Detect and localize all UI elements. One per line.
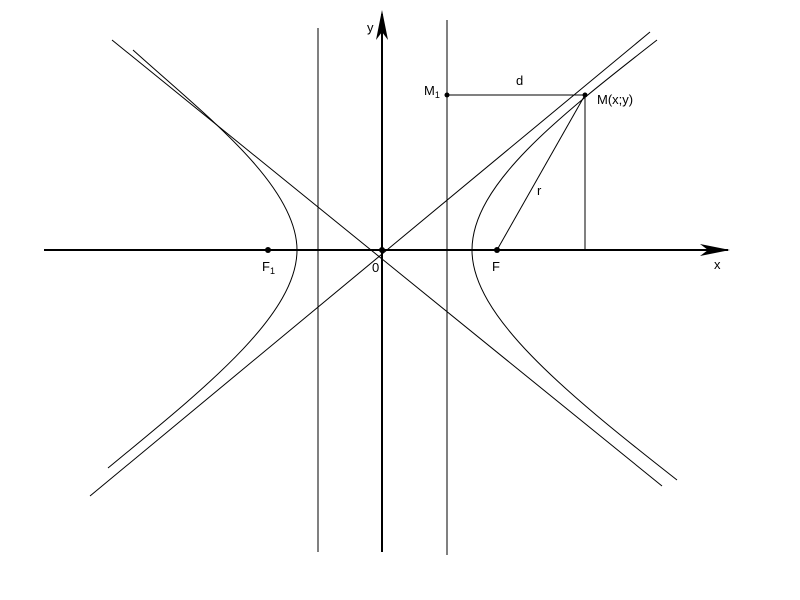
x-axis-arrowhead xyxy=(700,244,730,256)
focus-right-label: F xyxy=(492,259,500,274)
focus-left-point xyxy=(265,247,271,253)
point-m1-label: M1 xyxy=(424,83,440,100)
focus-left-label-sub: 1 xyxy=(270,266,275,276)
hyperbola-branch-right xyxy=(471,39,678,481)
focus-right-point xyxy=(494,247,500,253)
y-axis-label: y xyxy=(367,20,374,35)
focus-left-label-main: F xyxy=(262,259,270,274)
origin-point xyxy=(379,247,385,253)
asymptote-rising xyxy=(89,31,651,497)
asymptote-falling xyxy=(111,39,663,487)
point-m xyxy=(582,92,588,98)
point-m-label: M(x;y) xyxy=(597,92,633,107)
point-m1-label-main: M xyxy=(424,83,435,98)
x-axis-label: x xyxy=(714,257,721,272)
point-m1 xyxy=(444,92,450,98)
distance-d-label: d xyxy=(516,73,523,88)
radius-r-label: r xyxy=(537,183,542,198)
point-m1-label-sub: 1 xyxy=(435,90,440,100)
origin-label: 0 xyxy=(372,260,379,275)
focus-left-label: F1 xyxy=(262,259,275,276)
segment-f-m xyxy=(496,94,586,251)
y-axis-arrowhead xyxy=(376,10,388,40)
